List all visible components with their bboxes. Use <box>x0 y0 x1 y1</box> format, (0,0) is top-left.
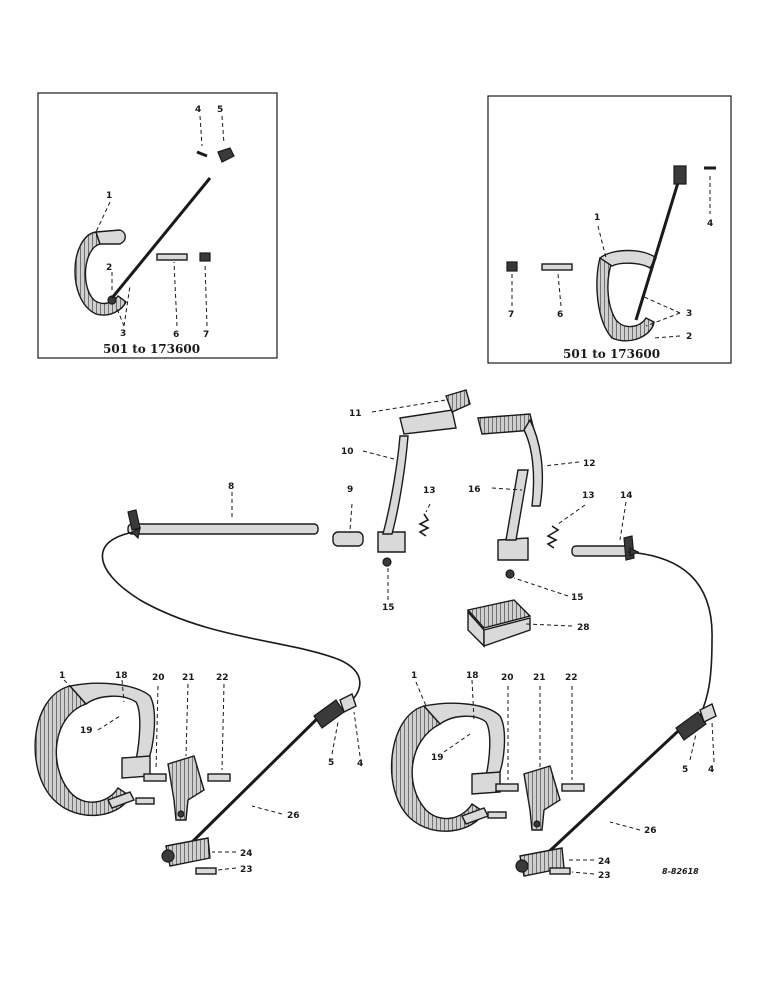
callout-1: 1 <box>594 213 600 223</box>
spring-13-left <box>418 513 430 537</box>
callout-26: 26 <box>287 811 300 821</box>
brake-right-pin-20 <box>495 783 519 792</box>
callout-5: 5 <box>682 765 688 775</box>
shaft-14 <box>571 535 635 561</box>
callout-18: 18 <box>466 671 479 681</box>
inset-right-brake-band <box>596 249 657 342</box>
callout-9: 9 <box>347 485 353 495</box>
pedal-assembly: 8 9 10 11 12 13 13 14 15 15 16 28 <box>101 389 713 717</box>
callout-3: 3 <box>120 329 126 339</box>
callout-14: 14 <box>620 491 633 501</box>
nut-15-right <box>505 569 515 579</box>
inset-right-caption: 501 to 173600 <box>563 347 660 361</box>
callout-19: 19 <box>80 726 93 736</box>
inset-right-frame <box>487 95 732 364</box>
callout-19: 19 <box>431 753 444 763</box>
bushing-9 <box>332 531 364 547</box>
callout-20: 20 <box>152 673 165 683</box>
brake-right: 1 18 19 20 21 22 26 5 4 24 23 <box>390 671 717 881</box>
pedal-right-12 <box>477 413 544 561</box>
callout-8: 8 <box>228 482 234 492</box>
callout-22: 22 <box>216 673 229 683</box>
brake-left: 1 18 19 20 21 22 26 5 4 24 23 <box>34 671 363 875</box>
callout-4: 4 <box>357 759 363 769</box>
cross-shaft-8 <box>127 509 319 535</box>
brake-right-pin-lower <box>487 811 507 819</box>
cable-left <box>101 531 361 705</box>
callout-7: 7 <box>203 330 209 340</box>
callout-21: 21 <box>182 673 195 683</box>
inset-right-pin-6 <box>541 263 573 271</box>
callout-20: 20 <box>501 673 514 683</box>
inset-right-rod <box>634 175 682 321</box>
callout-5: 5 <box>328 758 334 768</box>
callout-6: 6 <box>557 310 563 320</box>
callout-1: 1 <box>411 671 417 681</box>
callout-2: 2 <box>686 332 692 342</box>
callout-26: 26 <box>644 826 657 836</box>
callout-16: 16 <box>468 485 481 495</box>
cable-right <box>627 551 713 717</box>
brake-left-spring <box>313 699 345 729</box>
callout-4: 4 <box>708 765 714 775</box>
brake-right-pin-22 <box>561 783 585 792</box>
brake-left-pin-lower <box>135 797 155 805</box>
inset-right: 1 2 3 4 6 7 501 to 173600 <box>487 95 732 364</box>
callout-11: 11 <box>349 409 362 419</box>
inset-left-pin-6 <box>156 253 188 261</box>
brake-left-pin-23 <box>195 867 217 875</box>
pedal-left-10 <box>377 389 471 553</box>
brake-left-clevis-21 <box>167 755 205 821</box>
inset-left-collar-7 <box>199 252 211 262</box>
callout-23: 23 <box>598 871 611 881</box>
callout-4: 4 <box>707 219 713 229</box>
brake-left-yoke <box>339 693 357 713</box>
brake-left-band <box>34 682 156 817</box>
brake-left-pin-22 <box>207 773 231 782</box>
spring-13-right <box>546 525 560 549</box>
inset-left-rod <box>110 177 212 299</box>
inset-right-collar-7 <box>506 261 518 272</box>
brake-right-yoke <box>699 703 717 723</box>
inset-left-brake-band <box>74 229 127 316</box>
callout-6: 6 <box>173 330 179 340</box>
callout-4: 4 <box>195 105 201 115</box>
callout-22: 22 <box>565 673 578 683</box>
callout-13: 13 <box>582 491 595 501</box>
callout-5: 5 <box>217 105 223 115</box>
callout-7: 7 <box>508 310 514 320</box>
callout-1: 1 <box>59 671 65 681</box>
callout-21: 21 <box>533 673 546 683</box>
callout-15: 15 <box>571 593 584 603</box>
inset-right-yoke <box>673 165 687 185</box>
callout-12: 12 <box>583 459 596 469</box>
inset-left-caption: 501 to 173600 <box>103 342 200 356</box>
brake-right-band <box>390 702 506 832</box>
brake-right-pin-23 <box>549 867 571 875</box>
callout-3: 3 <box>686 309 692 319</box>
callout-24: 24 <box>240 849 253 859</box>
inset-left-frame <box>37 92 278 359</box>
brake-right-clevis-21 <box>523 765 561 831</box>
callout-23: 23 <box>240 865 253 875</box>
callout-28: 28 <box>577 623 590 633</box>
callout-15: 15 <box>382 603 395 613</box>
callout-24: 24 <box>598 857 611 867</box>
bracket-28 <box>466 599 532 648</box>
inset-left-pin-4 <box>196 150 208 158</box>
inset-left-yoke <box>217 147 235 163</box>
brake-left-rod-26 <box>182 708 328 852</box>
drawing-code: 8-82618 <box>662 867 699 876</box>
brake-left-pin-20 <box>143 773 167 782</box>
nut-15-left <box>382 557 392 567</box>
brake-right-rod-26 <box>538 718 692 862</box>
callout-13: 13 <box>423 486 436 496</box>
callout-18: 18 <box>115 671 128 681</box>
brake-right-spring <box>675 711 707 741</box>
callout-10: 10 <box>341 447 354 457</box>
inset-left: 1 2 3 4 5 6 7 501 to 173600 <box>37 92 278 359</box>
callout-1: 1 <box>106 191 112 201</box>
callout-2: 2 <box>106 263 112 273</box>
